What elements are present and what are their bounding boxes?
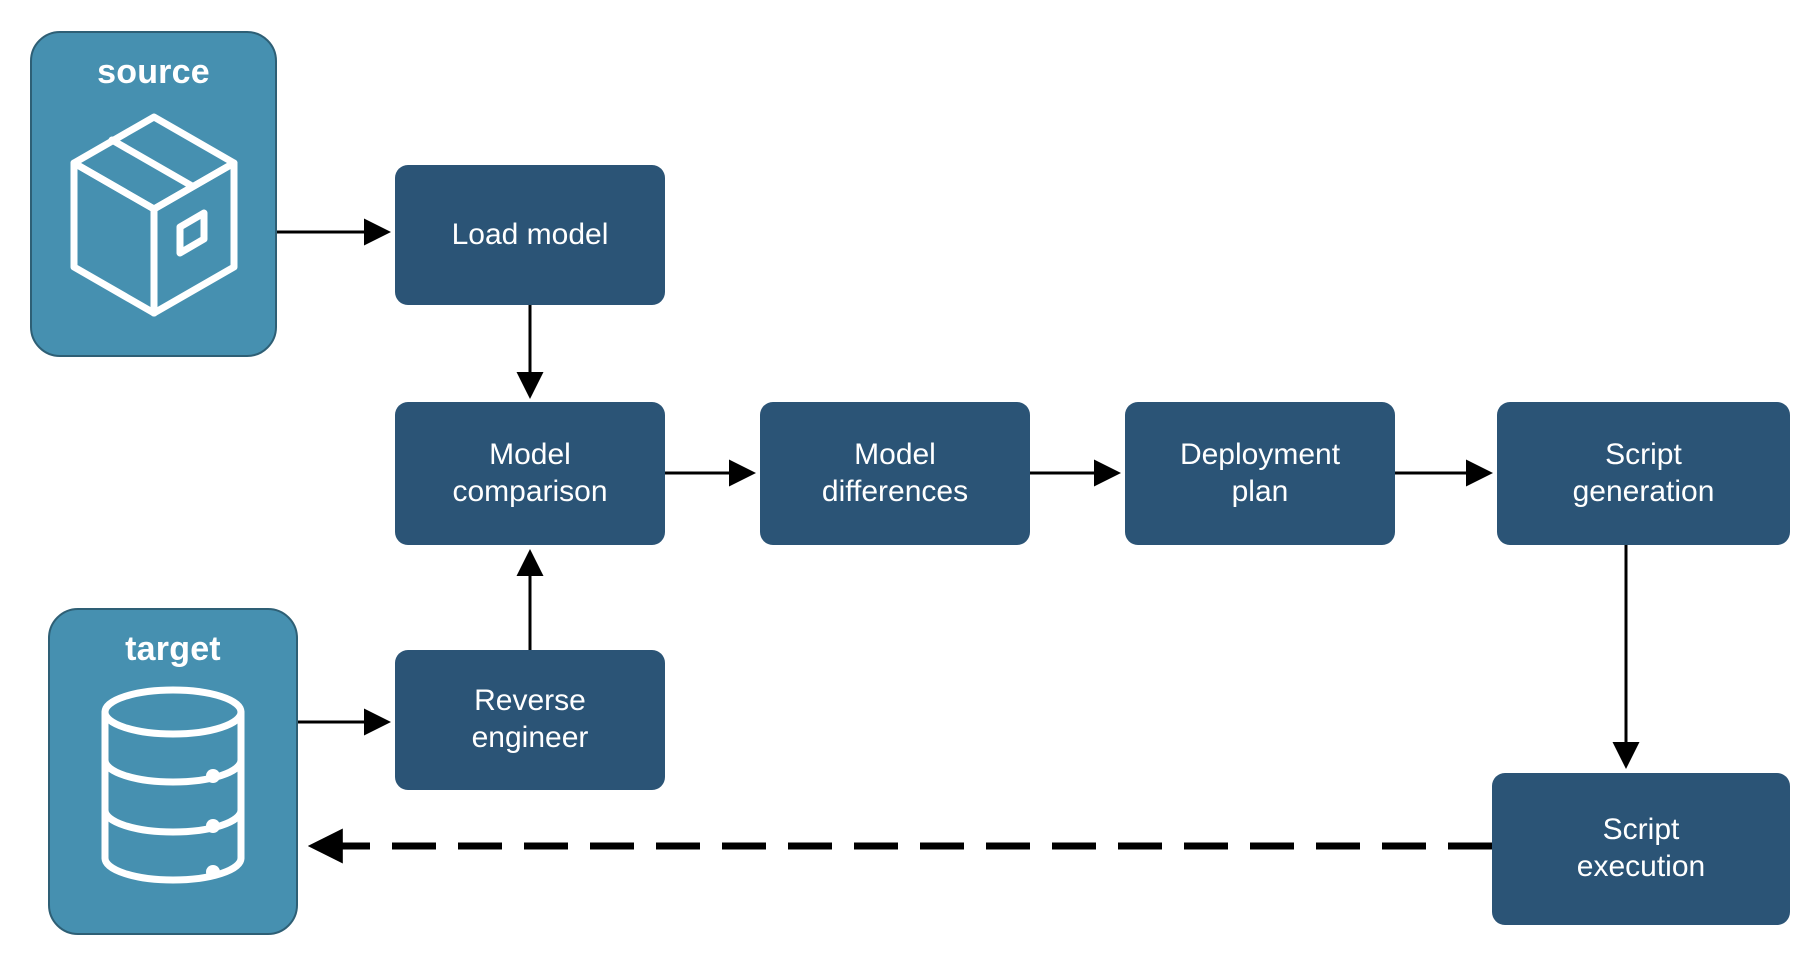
endpoint-target-label: target (125, 630, 221, 668)
process-reverse-engineer[interactable]: Reverse engineer (395, 650, 665, 790)
database-cylinder-icon (101, 686, 245, 884)
process-deployment-plan[interactable]: Deployment plan (1125, 402, 1395, 545)
package-box-icon (70, 113, 237, 317)
endpoint-source-label: source (97, 53, 210, 91)
endpoint-target[interactable]: target (48, 608, 298, 935)
process-script-execution[interactable]: Script execution (1492, 773, 1790, 925)
process-model-differences[interactable]: Model differences (760, 402, 1030, 545)
process-model-comparison[interactable]: Model comparison (395, 402, 665, 545)
endpoint-source[interactable]: source (30, 31, 277, 357)
process-script-generation[interactable]: Script generation (1497, 402, 1790, 545)
process-load-model[interactable]: Load model (395, 165, 665, 305)
